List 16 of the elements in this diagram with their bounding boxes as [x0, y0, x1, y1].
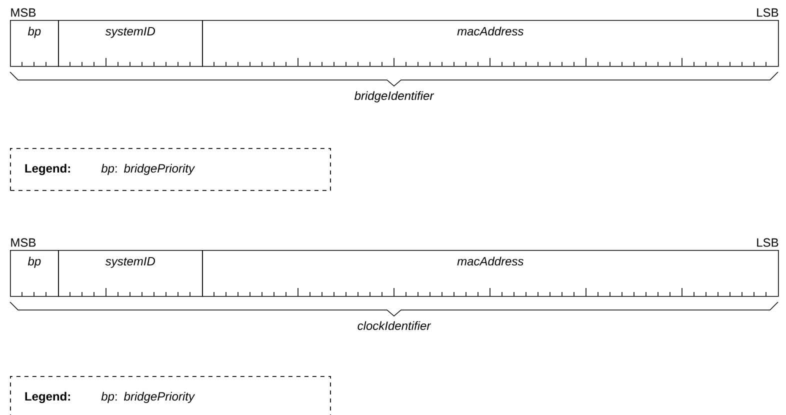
brace-label: bridgeIdentifier — [354, 91, 434, 102]
legend-box — [10, 148, 331, 191]
bit-field: macAddress — [202, 20, 779, 67]
legend-title: Legend: — [25, 392, 70, 404]
bit-field: systemID — [58, 250, 203, 297]
legend-title: Legend: — [25, 164, 70, 176]
legend-entry: bp: bridgePriority — [101, 164, 196, 176]
bit-field: bp — [10, 250, 59, 297]
legend-box — [10, 376, 331, 415]
brace-label: clockIdentifier — [358, 321, 432, 330]
bit-field: systemID — [58, 20, 203, 67]
legend-entry: bp: bridgePriority — [101, 392, 196, 404]
bit-field: macAddress — [202, 250, 779, 297]
bit-order-label: MSB — [11, 8, 36, 17]
bit-field: bp — [10, 20, 59, 67]
bit-order-label: MSB — [11, 238, 36, 247]
